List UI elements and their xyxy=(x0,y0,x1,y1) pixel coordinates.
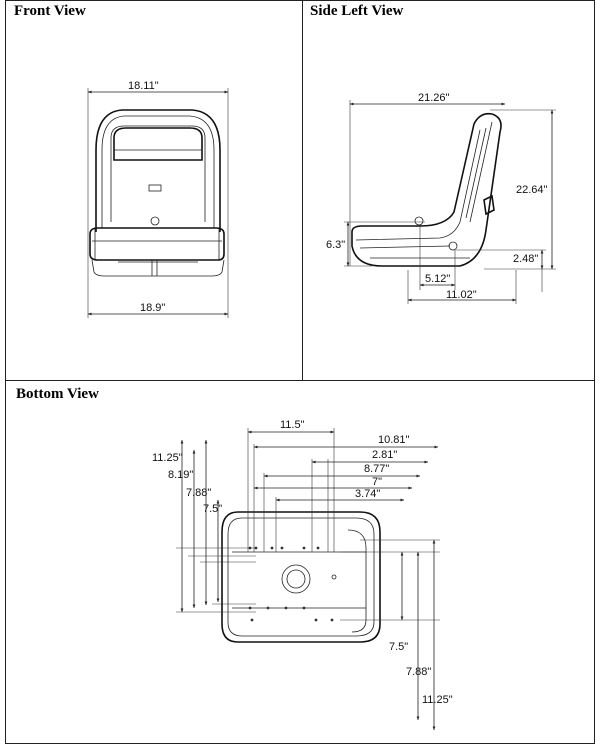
bottom-view-title: Bottom View xyxy=(16,386,99,402)
side-view-drawing xyxy=(344,100,556,304)
bottom-dim-8-77-label: 8.77" xyxy=(364,463,389,475)
bottom-left-dim-7-88-label: 7.88" xyxy=(186,487,211,499)
side-pivot-height-label: 6.3" xyxy=(326,239,345,251)
side-pivot-mount-label: 5.12" xyxy=(425,273,450,285)
bottom-right-dim-7-5-label: 7.5" xyxy=(389,641,408,653)
side-view-title: Side Left View xyxy=(310,3,404,19)
front-view-drawing xyxy=(87,88,229,318)
bottom-right-dim-11-25-label: 11.25" xyxy=(422,694,453,706)
drawing-frame xyxy=(5,0,595,744)
front-seat-cushion xyxy=(89,227,225,261)
front-bottom-width-label: 18.9" xyxy=(140,302,165,314)
front-view-title: Front View xyxy=(14,3,86,19)
side-base-offset-label: 2.48" xyxy=(513,253,538,265)
side-mount-depth-label: 11.02" xyxy=(446,289,477,301)
front-top-width-label: 18.11" xyxy=(128,80,159,92)
bottom-view-drawing xyxy=(176,428,440,731)
bottom-seat-outline xyxy=(221,511,381,643)
side-seat-profile xyxy=(351,112,502,267)
bottom-dim-11-5-label: 11.5" xyxy=(280,419,305,431)
bottom-dim-7-label: 7" xyxy=(372,476,382,488)
bottom-left-dim-8-19-label: 8.19" xyxy=(168,469,193,481)
bottom-left-dim-7-5-label: 7.5" xyxy=(203,503,222,515)
bottom-right-dim-7-88-label: 7.88" xyxy=(406,666,431,678)
front-backrest-outline xyxy=(95,109,221,232)
bottom-left-dim-11-25-label: 11.25" xyxy=(152,452,183,464)
bottom-dim-10-81-label: 10.81" xyxy=(378,434,410,446)
bottom-dim-2-81-label: 2.81" xyxy=(372,449,397,461)
panel-divider-horizontal xyxy=(5,380,595,381)
bottom-dim-3-74-label: 3.74" xyxy=(355,488,380,500)
side-height-label: 22.64" xyxy=(516,184,548,196)
side-depth-label: 21.26" xyxy=(418,92,450,104)
panel-divider-vertical xyxy=(302,0,303,380)
